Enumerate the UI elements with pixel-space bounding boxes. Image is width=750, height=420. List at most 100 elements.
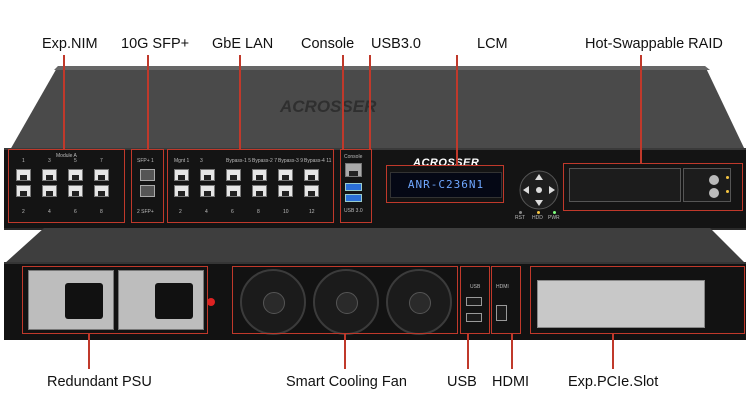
usb3-port-1[interactable]	[345, 183, 362, 191]
pwr-led	[553, 211, 556, 214]
module-port-1[interactable]	[16, 169, 31, 181]
rear-usb-port-1[interactable]	[466, 297, 482, 306]
rear-chassis-top	[4, 228, 746, 264]
lan-port-bottom-6[interactable]	[304, 185, 319, 197]
raid-highlight	[563, 163, 743, 211]
callout-usb3: USB3.0	[371, 36, 421, 52]
lan-port-label-top-6: Bypass-4 11	[304, 158, 332, 164]
rear-usb-port-2[interactable]	[466, 313, 482, 322]
lan-port-bottom-2[interactable]	[200, 185, 215, 197]
lcm-display: ANR-C236N1	[390, 172, 502, 198]
lcm-keypad[interactable]	[517, 168, 561, 212]
lan-port-label-top-1: Mgnt 1	[174, 158, 190, 164]
callout-exp-nim: Exp.NIM	[42, 36, 98, 52]
sfp-highlight	[131, 149, 164, 223]
rear-usb-label: USB	[470, 284, 481, 290]
psu-highlight	[22, 266, 208, 334]
fan-leader	[344, 334, 346, 369]
psu-2-power-inlet[interactable]	[155, 283, 193, 319]
hdd-led	[537, 211, 540, 214]
callout-pcie: Exp.PCIe.Slot	[568, 374, 659, 390]
gbe-lan-highlight	[167, 149, 334, 223]
module-port-4[interactable]	[42, 185, 57, 197]
lan-port-bottom-4[interactable]	[252, 185, 267, 197]
lan-port-bottom-5[interactable]	[278, 185, 293, 197]
module-port-3[interactable]	[42, 169, 57, 181]
exp-nim-highlight	[8, 149, 125, 223]
cooling-fan-2	[313, 269, 379, 335]
module-port-7[interactable]	[94, 169, 109, 181]
lan-port-label-bottom-3: 6	[231, 209, 234, 215]
raid-bay-2[interactable]	[683, 168, 731, 202]
console-port-label: Console	[344, 154, 363, 160]
lan-port-top-2[interactable]	[200, 169, 215, 181]
psu-leader	[88, 334, 90, 369]
lan-port-label-top-3: Bypass-1 5	[226, 158, 252, 164]
hdmi-port[interactable]	[496, 305, 507, 321]
hdd-label: HDD	[532, 215, 543, 221]
callout-hdmi: HDMI	[492, 374, 530, 390]
sfp-port-label-bottom: 2 SFP+	[137, 209, 154, 215]
module-port-label-2: 2	[22, 209, 25, 215]
usb3-leader	[369, 55, 371, 149]
raid-leader	[640, 55, 642, 163]
lan-port-top-4[interactable]	[252, 169, 267, 181]
module-port-label-7: 7	[100, 158, 103, 164]
module-port-5[interactable]	[68, 169, 83, 181]
console-usb-highlight	[340, 149, 372, 223]
sfp-port-2[interactable]	[140, 185, 155, 197]
lan-port-bottom-3[interactable]	[226, 185, 241, 197]
module-port-8[interactable]	[94, 185, 109, 197]
sfp-leader	[147, 55, 149, 149]
callout-fan: Smart Cooling Fan	[286, 374, 407, 390]
usb3-port-label: USB 3.0	[344, 208, 363, 214]
callout-lcm: LCM	[477, 36, 508, 52]
module-port-label-6: 6	[74, 209, 77, 215]
rst-button[interactable]	[519, 211, 522, 214]
raid-led-2	[726, 190, 729, 193]
lan-port-top-1[interactable]	[174, 169, 189, 181]
lan-port-label-bottom-5: 10	[283, 209, 289, 215]
callout-usb: USB	[447, 374, 477, 390]
module-port-6[interactable]	[68, 185, 83, 197]
raid-bay-1[interactable]	[569, 168, 681, 202]
top-logo: ACROSSER	[279, 97, 377, 116]
pcie-highlight	[530, 266, 745, 334]
lan-port-label-top-4: Bypass-2 7	[252, 158, 278, 164]
callout-gbe-lan: GbE LAN	[212, 36, 274, 52]
module-port-label-4: 4	[48, 209, 51, 215]
lan-port-top-6[interactable]	[304, 169, 319, 181]
module-port-2[interactable]	[16, 185, 31, 197]
psu-1[interactable]	[28, 270, 114, 330]
lan-port-label-bottom-6: 12	[309, 209, 315, 215]
raid-led-1	[726, 176, 729, 179]
hdmi-leader	[511, 334, 513, 369]
usb-highlight	[460, 266, 490, 334]
usb3-port-2[interactable]	[345, 194, 362, 202]
cooling-fan-3	[386, 269, 452, 335]
lan-port-label-top-5: Bypass-3 9	[278, 158, 304, 164]
lan-port-label-bottom-4: 8	[257, 209, 260, 215]
sfp-port-1[interactable]	[140, 169, 155, 181]
cooling-fan-1	[240, 269, 306, 335]
callout-psu: Redundant PSU	[47, 374, 152, 390]
lan-port-bottom-1[interactable]	[174, 185, 189, 197]
module-port-label-8: 8	[100, 209, 103, 215]
lan-port-label-bottom-2: 4	[205, 209, 208, 215]
console-leader	[342, 55, 344, 149]
module-port-label-5: 5	[74, 158, 77, 164]
psu-1-power-inlet[interactable]	[65, 283, 103, 319]
lan-port-top-3[interactable]	[226, 169, 241, 181]
raid-release-knobs[interactable]	[707, 174, 721, 200]
console-port[interactable]	[345, 163, 362, 177]
module-label: Module A	[56, 153, 77, 159]
psu-2[interactable]	[118, 270, 204, 330]
hdmi-label: HDMI	[496, 284, 509, 290]
chassis-top-view: ACROSSER	[10, 66, 745, 150]
pcie-slot-bracket[interactable]	[537, 280, 705, 328]
pwr-label: PWR	[548, 215, 560, 221]
callout-raid: Hot-Swappable RAID	[585, 36, 723, 52]
lan-port-top-5[interactable]	[278, 169, 293, 181]
fan-highlight	[232, 266, 458, 334]
gbe-lan-leader	[239, 55, 241, 149]
